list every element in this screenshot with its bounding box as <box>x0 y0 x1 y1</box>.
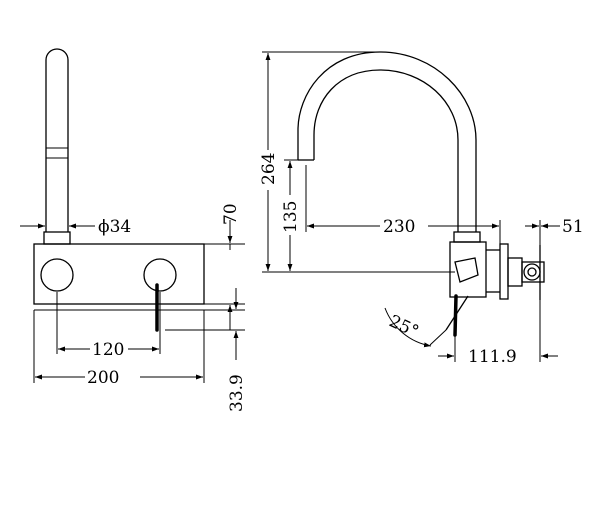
dim-total-height: 264 <box>259 51 455 273</box>
label-plate-width: 200 <box>87 368 119 388</box>
dim-plate-height: 70 <box>204 203 245 330</box>
spout-front <box>43 48 71 245</box>
spout-side <box>297 51 481 243</box>
dim-handle-offset: 33.9 <box>165 288 247 412</box>
label-handle-angle: 25° <box>386 311 422 342</box>
label-handle-offset: 33.9 <box>227 374 247 412</box>
dim-outlet-height: 135 <box>281 159 301 271</box>
label-outlet-height: 135 <box>281 201 301 233</box>
dim-plate-width: 200 <box>33 310 205 388</box>
dim-projection: 111.9 <box>438 300 558 367</box>
dim-body-depth: 51 <box>499 217 584 245</box>
label-centres: 120 <box>92 340 124 360</box>
label-spout-diameter: ϕ34 <box>98 217 131 237</box>
dim-spout-diameter: ϕ34 <box>20 217 131 237</box>
dim-centres: 120 <box>56 292 161 360</box>
label-body-depth: 51 <box>562 217 584 237</box>
mixer-body-side <box>445 241 545 337</box>
front-view: ϕ34 70 120 200 <box>20 48 247 412</box>
wall-plate-front <box>33 243 205 332</box>
label-reach: 230 <box>383 217 415 237</box>
mixer-handle-circle <box>143 258 177 292</box>
label-plate-height: 70 <box>221 203 241 225</box>
spout-base-circle <box>40 258 74 292</box>
dim-handle-angle: 25° <box>384 307 447 348</box>
dim-reach: 230 <box>305 165 499 237</box>
side-view: 264 135 230 51 <box>259 51 584 367</box>
label-total-height: 264 <box>259 153 279 185</box>
label-projection: 111.9 <box>468 347 517 367</box>
